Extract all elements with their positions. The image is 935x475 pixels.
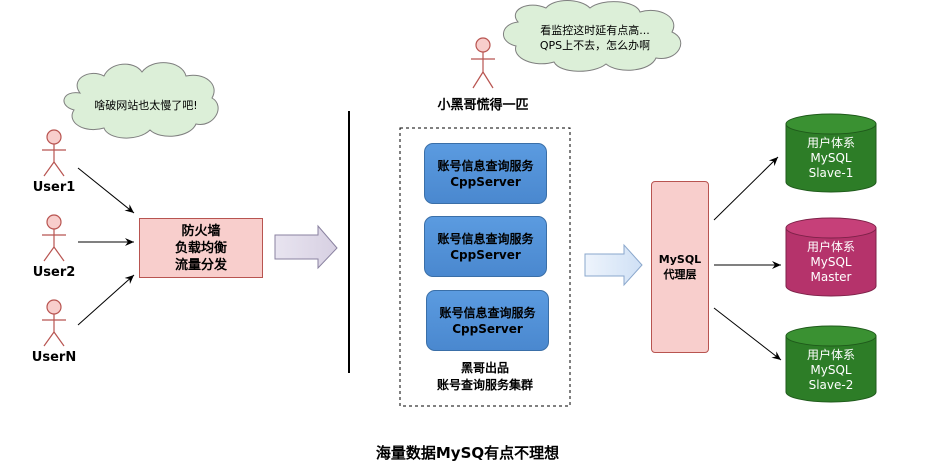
diagram-caption: 海量数据MySQ有点不理想 — [375, 444, 560, 462]
db-master-line2: MySQL — [810, 255, 852, 269]
firewall-line2: 负载均衡 — [174, 240, 227, 256]
operator-label: 小黑哥慌得一匹 — [437, 98, 529, 113]
service-2-line1: 账号信息查询服务 — [437, 231, 534, 246]
db-master-line3: Master — [810, 270, 852, 284]
big-arrow-to-proxy — [584, 243, 643, 287]
user-speech-cloud — [63, 62, 219, 139]
cluster-border — [399, 127, 571, 407]
user1-label: User1 — [32, 180, 76, 195]
mysql-proxy-box: MySQL 代理层 — [651, 181, 709, 353]
operator-cloud-text: 看监控这时延有点高... QPS上不去，怎么办啊 — [520, 23, 670, 53]
firewall-line1: 防火墙 — [181, 223, 221, 239]
proxy-line2: 代理层 — [663, 268, 697, 281]
cluster-caption-line2: 账号查询服务集群 — [436, 378, 533, 392]
user-arrows — [77, 167, 135, 326]
cluster-caption-line1: 黑哥出品 — [460, 361, 509, 375]
user1-figure — [42, 129, 66, 177]
usern-figure — [42, 299, 66, 347]
user-cloud-text: 啥破网站也太慢了吧! — [94, 99, 198, 112]
service-2-line2: CppServer — [450, 247, 521, 262]
cluster-caption: 黑哥出品 账号查询服务集群 — [410, 360, 560, 394]
proxy-line1: MySQL — [658, 253, 702, 266]
operator-speech-cloud — [503, 0, 682, 72]
firewall-line3: 流量分发 — [174, 257, 227, 273]
user2-label: User2 — [32, 265, 76, 280]
db-slave2-label: 用户体系 MySQL Slave-2 — [786, 348, 876, 393]
service-1-line2: CppServer — [450, 174, 521, 189]
service-box-2: 账号信息查询服务 CppServer — [424, 216, 547, 277]
db-slave1-line1: 用户体系 — [806, 136, 855, 150]
db-arrows — [713, 156, 782, 361]
db-master-cylinder — [785, 217, 877, 297]
firewall-box: 防火墙 负载均衡 流量分发 — [139, 218, 263, 278]
db-slave2-line1: 用户体系 — [806, 348, 855, 362]
user2-figure — [42, 214, 66, 262]
service-box-3: 账号信息查询服务 CppServer — [426, 290, 549, 351]
service-3-line2: CppServer — [452, 321, 523, 336]
operator-cloud-line2: QPS上不去，怎么办啊 — [539, 39, 651, 52]
db-slave1-line3: Slave-1 — [808, 166, 854, 180]
operator-figure — [471, 37, 495, 89]
db-slave1-line2: MySQL — [810, 151, 852, 165]
operator-cloud-line1: 看监控这时延有点高... — [540, 24, 650, 37]
db-master-line1: 用户体系 — [806, 240, 855, 254]
usern-label: UserN — [31, 350, 77, 365]
db-slave1-cylinder — [785, 113, 877, 193]
db-slave2-cylinder — [785, 325, 877, 403]
db-slave2-line2: MySQL — [810, 363, 852, 377]
db-master-label: 用户体系 MySQL Master — [786, 240, 876, 285]
db-slave2-line3: Slave-2 — [808, 378, 854, 392]
service-box-1: 账号信息查询服务 CppServer — [424, 143, 547, 204]
service-1-line1: 账号信息查询服务 — [437, 158, 534, 173]
service-3-line1: 账号信息查询服务 — [439, 305, 536, 320]
db-slave1-label: 用户体系 MySQL Slave-1 — [786, 136, 876, 181]
big-arrow-to-cluster — [274, 224, 338, 270]
